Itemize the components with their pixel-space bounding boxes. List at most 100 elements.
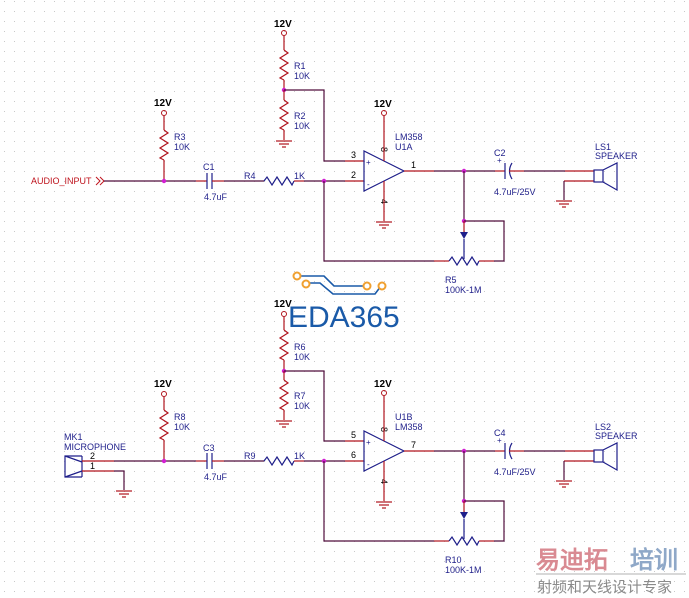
power-label: 12V xyxy=(374,379,392,390)
pin-number: 1 xyxy=(90,461,95,471)
r9-ref: R9 xyxy=(244,451,256,461)
power-port-icon xyxy=(381,110,387,116)
wire-divider-to-noninv xyxy=(284,89,345,162)
power-label: 12V xyxy=(274,299,292,310)
r7-ref: R7 xyxy=(294,391,306,401)
r9-value: 1K xyxy=(294,451,305,461)
power-port-u1a: 12V xyxy=(374,99,392,116)
c2-ref: C2 xyxy=(494,148,506,158)
r1-value: 10K xyxy=(294,71,310,81)
wire xyxy=(464,500,505,542)
r4-value: 1K xyxy=(294,171,305,181)
c1-value: 4.7uF xyxy=(204,192,228,202)
r3-value: 10K xyxy=(174,142,190,152)
resistor-r2[interactable]: R2 10K xyxy=(278,90,310,140)
wire xyxy=(464,220,505,262)
wiper-arrow-icon xyxy=(460,512,468,519)
logo-text: EDA365 xyxy=(288,301,400,334)
channel-a: 12V R1 10K R2 10K 12V xyxy=(31,19,638,295)
wire-mic-gnd xyxy=(114,470,125,490)
power-label: 12V xyxy=(154,379,172,390)
pin-number: 3 xyxy=(351,150,356,160)
ls1-value: SPEAKER xyxy=(595,151,638,161)
potentiometer-r10[interactable]: R10 100K-1M xyxy=(434,512,494,575)
capacitor-c4[interactable]: + C4 4.7uF/25V xyxy=(494,428,536,477)
polarity-mark: + xyxy=(497,156,502,165)
r8-value: 10K xyxy=(174,422,190,432)
wiper-arrow-icon xyxy=(460,232,468,239)
r6-ref: R6 xyxy=(294,342,306,352)
watermark-blue-text: 培训 xyxy=(630,546,678,574)
u1a-part: LM358 xyxy=(395,132,423,142)
r6-value: 10K xyxy=(294,352,310,362)
plus-sign: + xyxy=(366,158,371,167)
c3-value: 4.7uF xyxy=(204,472,228,482)
ground-icon xyxy=(276,140,292,148)
capacitor-c2[interactable]: + C2 4.7uF/25V xyxy=(494,148,536,197)
ls1-ref: LS1 xyxy=(595,142,611,152)
pin-number: 2 xyxy=(351,170,356,180)
watermark-subtitle: 射频和天线设计专家 xyxy=(537,578,672,596)
power-port-icon xyxy=(161,391,167,397)
r2-ref: R2 xyxy=(294,111,306,121)
opamp-u1a[interactable]: + - 3 2 1 8 4 LM358 U1A xyxy=(345,116,434,221)
plus-sign: + xyxy=(366,438,371,447)
mk1-ref: MK1 xyxy=(64,432,83,442)
resistor-r8[interactable]: R8 10K xyxy=(158,409,190,461)
capacitor-c1[interactable]: C1 4.7uF xyxy=(196,162,228,202)
ground-icon xyxy=(376,221,392,229)
power-port-r1: 12V xyxy=(274,19,292,50)
pin-number: 1 xyxy=(411,160,416,170)
c2-value: 4.7uF/25V xyxy=(494,187,536,197)
channel-b: 12V R6 10K R7 10K 12V xyxy=(64,299,638,575)
ls2-ref: LS2 xyxy=(595,422,611,432)
power-label: 12V xyxy=(154,98,172,109)
c4-ref: C4 xyxy=(494,428,506,438)
ground-icon xyxy=(556,480,572,488)
mk1-value: MICROPHONE xyxy=(64,442,126,452)
ground-icon xyxy=(276,420,292,428)
watermark: 易迪拓 培训 射频和天线设计专家 xyxy=(536,546,686,596)
c1-ref: C1 xyxy=(203,162,215,172)
r3-ref: R3 xyxy=(174,132,186,142)
power-port-icon xyxy=(281,30,287,36)
ground-icon xyxy=(556,200,572,208)
pin-number: 6 xyxy=(351,450,356,460)
junction-dot xyxy=(161,178,167,184)
resistor-r7[interactable]: R7 10K xyxy=(278,371,310,420)
eda365-logo: EDA365 xyxy=(288,271,400,334)
u1a-ref: U1A xyxy=(395,142,413,152)
pin-number: 2 xyxy=(90,451,95,461)
microphone-mk1[interactable]: 2 1 MK1 MICROPHONE xyxy=(64,432,126,478)
r1-ref: R1 xyxy=(294,61,306,71)
resistor-r4[interactable]: R4 1K xyxy=(244,171,305,187)
power-label: 12V xyxy=(274,19,292,30)
c4-value: 4.7uF/25V xyxy=(494,467,536,477)
resistor-r3[interactable]: R3 10K xyxy=(158,129,190,181)
r7-value: 10K xyxy=(294,401,310,411)
capacitor-c3[interactable]: C3 4.7uF xyxy=(196,443,228,482)
minus-sign: - xyxy=(367,180,370,189)
opamp-u1b[interactable]: + - 5 6 7 8 4 U1B LM358 xyxy=(345,396,434,501)
wire-divider-to-noninv xyxy=(284,370,345,442)
audio-input-label: AUDIO_INPUT xyxy=(31,176,92,186)
minus-sign: - xyxy=(367,460,370,469)
polarity-mark: + xyxy=(497,436,502,445)
speaker-ls1[interactable]: LS1 SPEAKER xyxy=(564,142,638,192)
ls2-value: SPEAKER xyxy=(595,431,638,441)
ground-icon xyxy=(116,490,132,498)
speaker-ls2[interactable]: LS2 SPEAKER xyxy=(564,422,638,472)
power-label: 12V xyxy=(374,99,392,110)
power-port-r3: 12V xyxy=(154,98,172,130)
pin-number: 5 xyxy=(351,430,356,440)
c3-ref: C3 xyxy=(203,443,215,453)
watermark-red-text: 易迪拓 xyxy=(536,546,608,574)
power-port-icon xyxy=(161,110,167,116)
ground-icon xyxy=(376,501,392,509)
potentiometer-r5[interactable]: R5 100K-1M xyxy=(434,232,494,295)
resistor-r9[interactable]: R9 1K xyxy=(244,451,305,467)
u1b-ref: U1B xyxy=(395,412,413,422)
